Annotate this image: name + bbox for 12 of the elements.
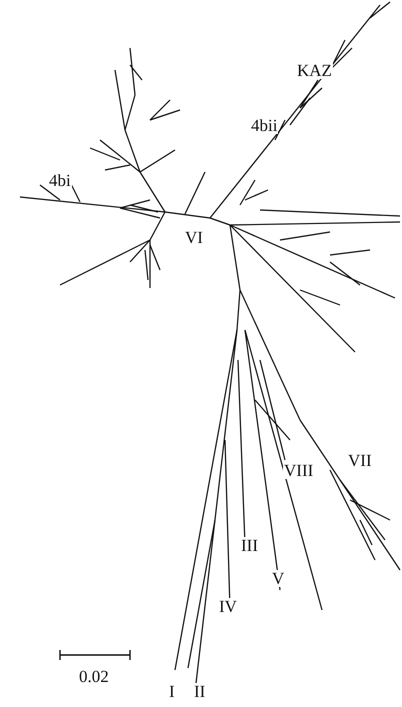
clade-label: V (271, 570, 286, 587)
clade-label: 4bii (250, 117, 278, 134)
clade-label: 4bi (48, 172, 72, 189)
clade-label: KAZ (296, 62, 333, 79)
clade-label: VIII (283, 462, 314, 479)
clade-label: VI (184, 229, 204, 246)
clade-label: II (193, 683, 206, 700)
clade-label: VII (347, 452, 373, 469)
clade-label: I (168, 683, 176, 700)
scale-label: 0.02 (78, 668, 110, 685)
clade-label: IV (218, 598, 238, 615)
clade-label: III (240, 537, 259, 554)
